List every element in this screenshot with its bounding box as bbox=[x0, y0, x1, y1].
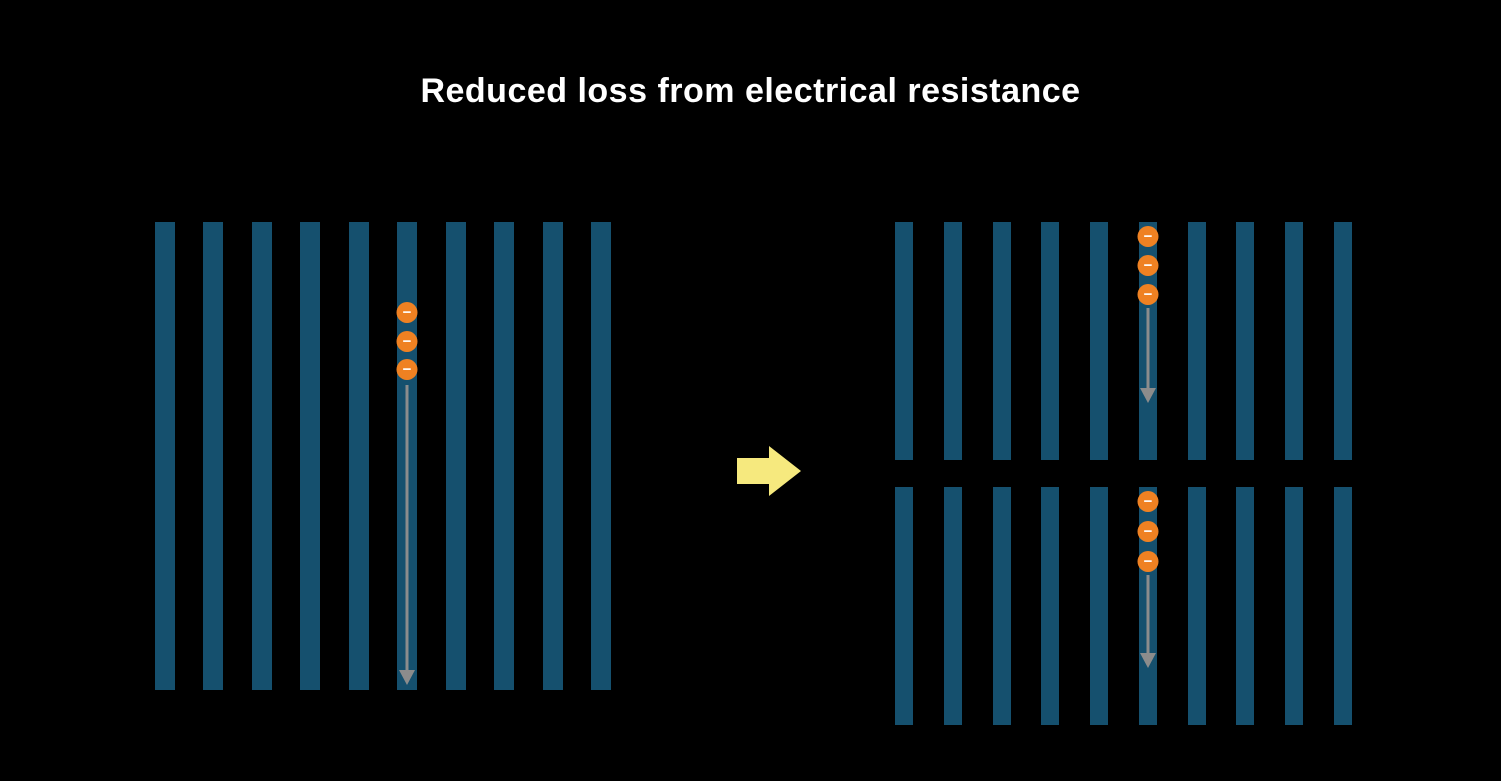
conductor-bar bbox=[1333, 222, 1352, 460]
flow-arrow-shaft bbox=[1146, 308, 1150, 388]
electron-icon: − bbox=[1137, 491, 1159, 512]
conductor-bar bbox=[1333, 487, 1352, 725]
electron-icon: − bbox=[1137, 551, 1159, 572]
conductor-bar bbox=[895, 222, 913, 460]
conductor-bar bbox=[1187, 222, 1206, 460]
flow-arrow-head-icon bbox=[1140, 388, 1156, 403]
right-diagram-lower: − − − bbox=[895, 487, 1352, 725]
conductor-bar bbox=[1090, 222, 1109, 460]
conductor-bar bbox=[251, 222, 272, 690]
bar-group bbox=[895, 487, 1352, 725]
bar-group bbox=[895, 222, 1352, 460]
conductor-bar bbox=[494, 222, 515, 690]
conductor-bar bbox=[590, 222, 611, 690]
conductor-bar bbox=[992, 222, 1011, 460]
conductor-bar bbox=[1236, 222, 1255, 460]
conductor-bar bbox=[542, 222, 563, 690]
conductor-bar bbox=[1041, 487, 1060, 725]
conductor-bar bbox=[203, 222, 224, 690]
conductor-bar bbox=[943, 222, 962, 460]
conductor-bar bbox=[300, 222, 321, 690]
conductor-bar bbox=[1041, 222, 1060, 460]
flow-arrow-head-icon bbox=[399, 670, 415, 685]
flow-arrow-shaft bbox=[1146, 575, 1150, 653]
electron-icon: − bbox=[1137, 284, 1159, 305]
electron-icon: − bbox=[396, 331, 418, 352]
left-diagram: − − − bbox=[155, 222, 611, 690]
conductor-bar bbox=[895, 487, 913, 725]
electron-icon: − bbox=[1137, 521, 1159, 542]
conductor-bar bbox=[445, 222, 466, 690]
conductor-bar bbox=[943, 487, 962, 725]
transform-arrow-icon bbox=[737, 446, 801, 496]
conductor-bar bbox=[348, 222, 369, 690]
flow-arrow-shaft bbox=[405, 385, 409, 670]
conductor-bar bbox=[1090, 487, 1109, 725]
electron-icon: − bbox=[1137, 226, 1159, 247]
flow-arrow-head-icon bbox=[1140, 653, 1156, 668]
conductor-bar bbox=[1285, 222, 1304, 460]
right-diagram-upper: − − − bbox=[895, 222, 1352, 460]
electron-icon: − bbox=[396, 359, 418, 380]
conductor-bar bbox=[155, 222, 175, 690]
conductor-bar bbox=[1285, 487, 1304, 725]
conductor-bar bbox=[1187, 487, 1206, 725]
electron-icon: − bbox=[1137, 255, 1159, 276]
page-title: Reduced loss from electrical resistance bbox=[420, 72, 1081, 110]
electron-icon: − bbox=[396, 302, 418, 323]
bar-group bbox=[155, 222, 611, 690]
conductor-bar bbox=[992, 487, 1011, 725]
conductor-bar bbox=[1236, 487, 1255, 725]
